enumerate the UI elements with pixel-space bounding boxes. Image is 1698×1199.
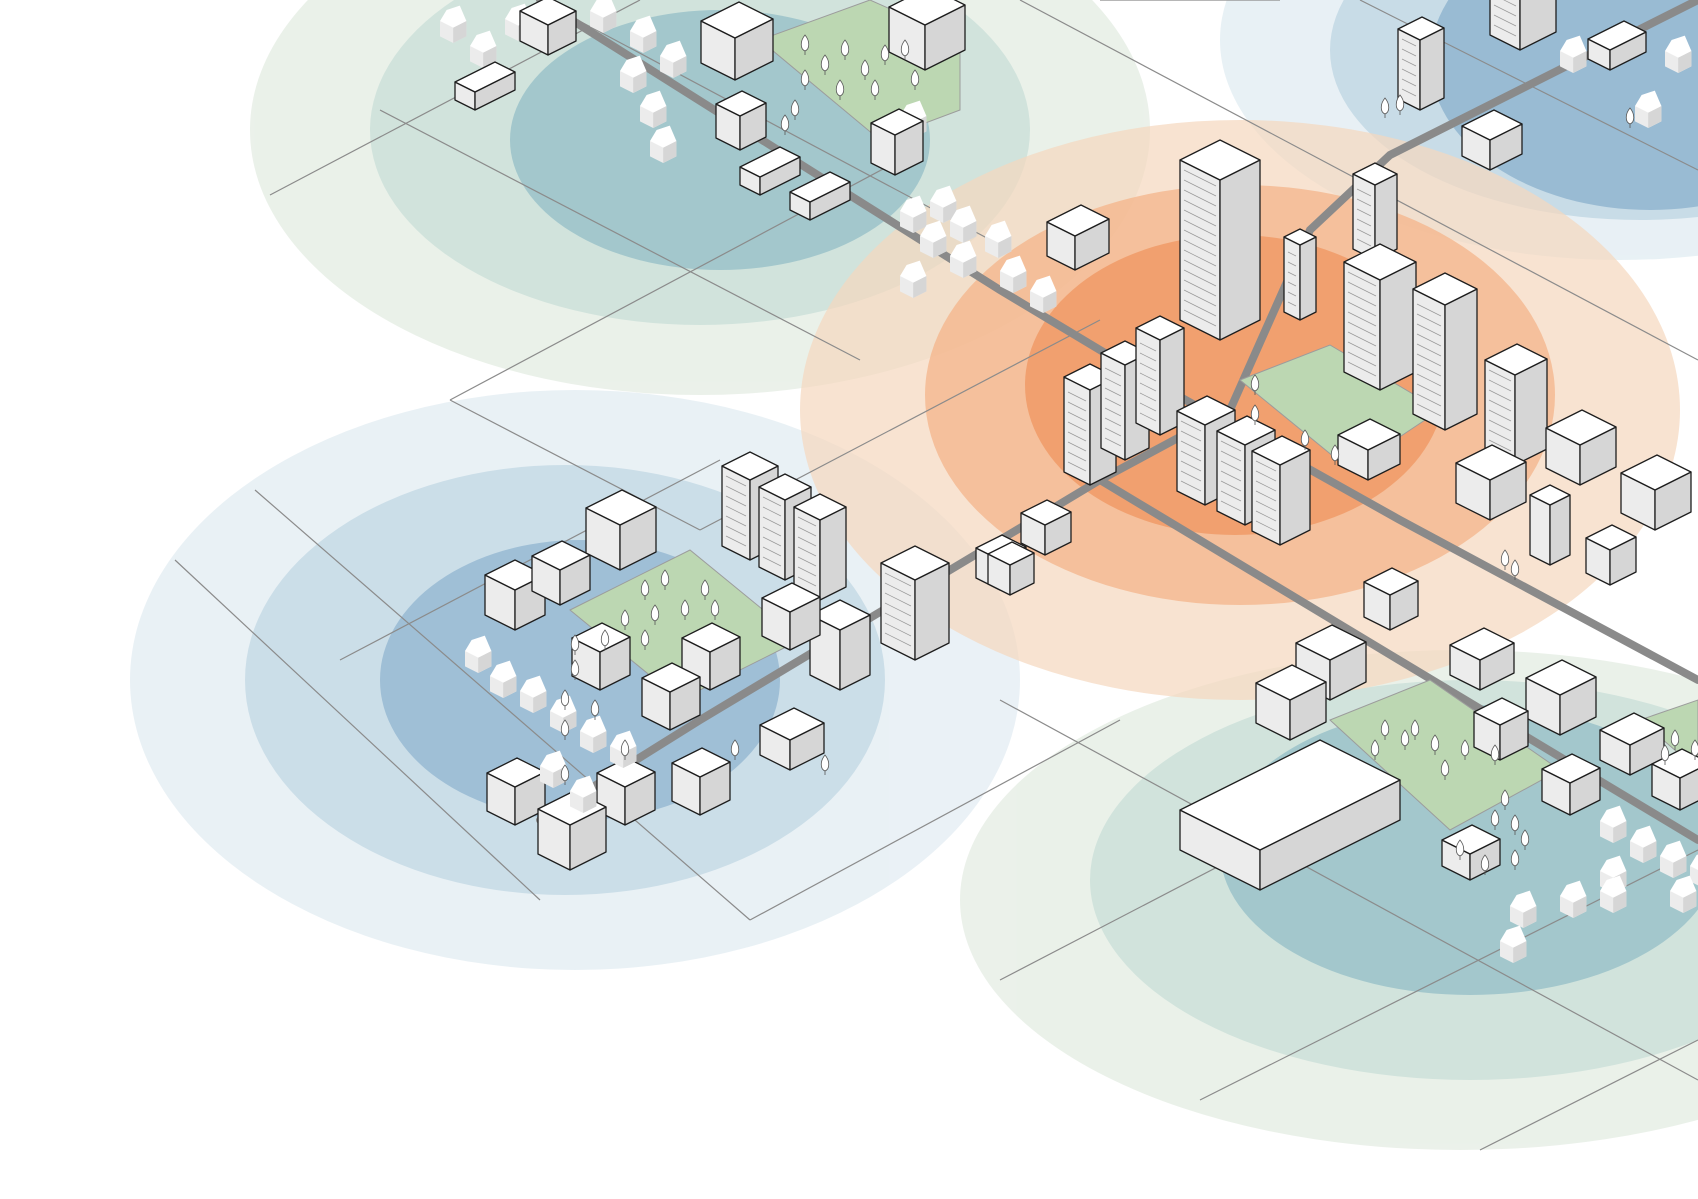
apartment-block-icon [870, 108, 924, 176]
apartment-block-icon [1599, 712, 1665, 776]
apartment-block-icon [888, 0, 966, 71]
apartment-block-icon [585, 489, 657, 571]
apartment-block-icon [1473, 697, 1529, 761]
apartment-block-icon [1585, 524, 1637, 586]
tower-icon [880, 545, 950, 661]
house-icon [454, 61, 516, 111]
apartment-block-icon [1337, 418, 1401, 481]
apartment-block-icon [1020, 499, 1072, 556]
tower-icon [1412, 272, 1478, 431]
apartment-block-icon [1525, 659, 1597, 736]
tower-icon [1397, 16, 1445, 111]
apartment-block-icon [715, 90, 767, 151]
tower-icon [1343, 243, 1417, 391]
apartment-block-icon [1449, 627, 1515, 691]
tower-icon [1489, 0, 1557, 51]
house-icon [1587, 20, 1647, 71]
apartment-block-icon [987, 541, 1035, 596]
apartment-block-icon [1046, 204, 1110, 271]
apartment-block-icon [1651, 748, 1698, 811]
apartment-block-icon [671, 747, 731, 816]
apartment-block-icon [1620, 454, 1692, 531]
north-road [1226, 0, 1698, 414]
tower-icon [1352, 162, 1398, 261]
apartment-block-icon [809, 599, 871, 691]
zone-south-east [960, 650, 1698, 1150]
warehouse-icon [1179, 739, 1401, 891]
apartment-block-icon [519, 0, 577, 56]
apartment-block-icon [1455, 444, 1527, 521]
house-icon [789, 171, 851, 221]
apartment-block-icon [641, 662, 701, 731]
apartment-block-icon [761, 582, 821, 651]
buildings [440, 0, 1698, 963]
tower-icon [1529, 484, 1571, 566]
tower-icon [1283, 228, 1317, 321]
tower-icon [1179, 139, 1261, 341]
apartment-block-icon [1135, 315, 1185, 436]
apartment-block-icon [1251, 435, 1311, 546]
apartment-block-icon [486, 757, 546, 826]
apartment-block-icon [1461, 109, 1523, 171]
house-icon [739, 146, 801, 196]
apartment-block-icon [571, 622, 631, 691]
apartment-block-icon [1545, 409, 1617, 486]
apartment-block-icon [793, 493, 847, 601]
apartment-block-icon [700, 1, 774, 81]
apartment-block-icon [1363, 567, 1419, 631]
apartment-block-icon [484, 559, 546, 631]
apartment-block-icon [1255, 664, 1327, 741]
apartment-block-icon [1541, 753, 1601, 816]
house-icon [590, 0, 617, 34]
apartment-block-icon [759, 707, 825, 771]
tower-icon [1484, 343, 1548, 466]
apartment-block-icon [531, 540, 591, 606]
